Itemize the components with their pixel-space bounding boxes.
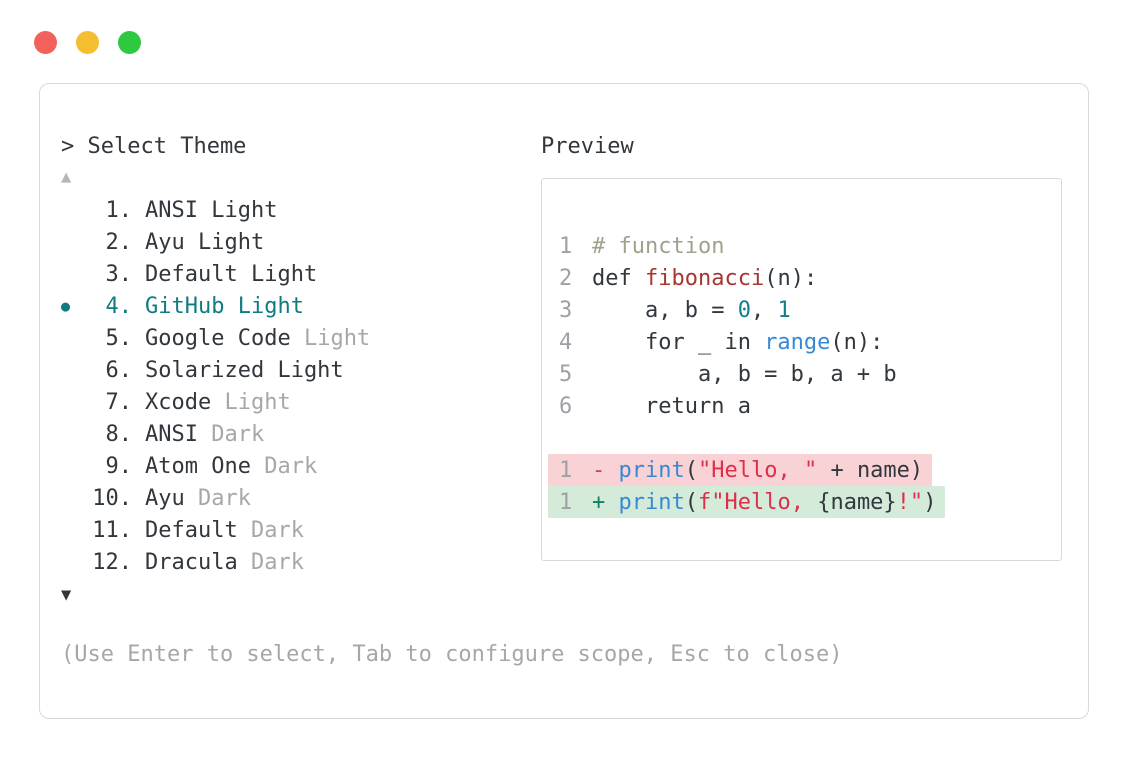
- theme-number: 11.: [92, 517, 132, 543]
- diff-removed-line: 1- print("Hello, " + name): [548, 454, 933, 486]
- picker-title: > Select Theme: [61, 134, 247, 159]
- theme-option[interactable]: 9. Atom One Dark: [61, 450, 511, 482]
- theme-name: Xcode Light: [145, 389, 291, 415]
- zoom-button[interactable]: [118, 31, 141, 54]
- theme-number: 1.: [105, 197, 133, 223]
- theme-option[interactable]: 2. Ayu Light: [61, 226, 511, 258]
- theme-name: Google Code Light: [145, 325, 371, 351]
- theme-option[interactable]: 1. ANSI Light: [61, 194, 511, 226]
- theme-name: Default Light: [145, 261, 318, 287]
- theme-picker-panel: > Select Theme ▲ 1. ANSI Light 2. Ayu Light…: [39, 83, 1089, 719]
- line-number: 1: [559, 457, 573, 483]
- theme-number: 4.: [105, 293, 133, 319]
- line-number: 3: [559, 297, 573, 323]
- theme-number: 9.: [105, 453, 133, 479]
- theme-name: Ayu Light: [145, 229, 265, 255]
- theme-name: GitHub Light: [145, 293, 304, 319]
- scroll-up-icon[interactable]: ▲: [61, 167, 72, 187]
- code-line: 6 return a: [559, 393, 751, 419]
- theme-number: 7.: [105, 389, 133, 415]
- theme-option[interactable]: 3. Default Light: [61, 258, 511, 290]
- line-number: 4: [559, 329, 573, 355]
- theme-list: 1. ANSI Light 2. Ayu Light 3. Default Light ● 4…: [61, 194, 511, 578]
- theme-number: 8.: [105, 421, 133, 447]
- theme-number: 2.: [105, 229, 133, 255]
- theme-number: 12.: [92, 549, 132, 575]
- theme-name: ANSI Dark: [145, 421, 265, 447]
- theme-option[interactable]: 11. Default Dark: [61, 514, 511, 546]
- theme-name: Default Dark: [145, 517, 304, 543]
- selected-bullet-icon: ●: [61, 297, 71, 315]
- theme-number: 10.: [92, 485, 132, 511]
- line-number: 6: [559, 393, 573, 419]
- line-number: 5: [559, 361, 573, 387]
- theme-name: Solarized Light: [145, 357, 344, 383]
- theme-number: 3.: [105, 261, 133, 287]
- theme-option[interactable]: ● 4. GitHub Light: [61, 290, 511, 322]
- theme-number: 5.: [105, 325, 133, 351]
- theme-option[interactable]: 6. Solarized Light: [61, 354, 511, 386]
- theme-name: Ayu Dark: [145, 485, 251, 511]
- code-line: 1# function: [559, 233, 725, 259]
- line-number: 1: [559, 233, 573, 259]
- theme-name: ANSI Light: [145, 197, 278, 223]
- line-number: 1: [559, 489, 573, 515]
- theme-option[interactable]: 8. ANSI Dark: [61, 418, 511, 450]
- code-line: 5 a, b = b, a + b: [559, 361, 897, 387]
- theme-option[interactable]: 5. Google Code Light: [61, 322, 511, 354]
- close-button[interactable]: [34, 31, 57, 54]
- theme-option[interactable]: 7. Xcode Light: [61, 386, 511, 418]
- theme-option[interactable]: 12. Dracula Dark: [61, 546, 511, 578]
- minimize-button[interactable]: [76, 31, 99, 54]
- code-blank-line: [542, 422, 1061, 454]
- line-number: 2: [559, 265, 573, 291]
- code-line: 4 for _ in range(n):: [559, 329, 884, 355]
- scroll-down-icon[interactable]: ▼: [61, 585, 72, 605]
- theme-name: Atom One Dark: [145, 453, 318, 479]
- theme-list-column: > Select Theme ▲ 1. ANSI Light 2. Ayu Light…: [61, 134, 511, 612]
- window-controls: [34, 31, 141, 54]
- preview-title: Preview: [541, 134, 634, 159]
- theme-option[interactable]: 10. Ayu Dark: [61, 482, 511, 514]
- theme-name: Dracula Dark: [145, 549, 304, 575]
- theme-number: 6.: [105, 357, 133, 383]
- footer-hint: (Use Enter to select, Tab to configure s…: [61, 642, 843, 667]
- diff-added-line: 1+ print(f"Hello, {name}!"): [548, 486, 946, 518]
- code-line: 3 a, b = 0, 1: [559, 297, 791, 323]
